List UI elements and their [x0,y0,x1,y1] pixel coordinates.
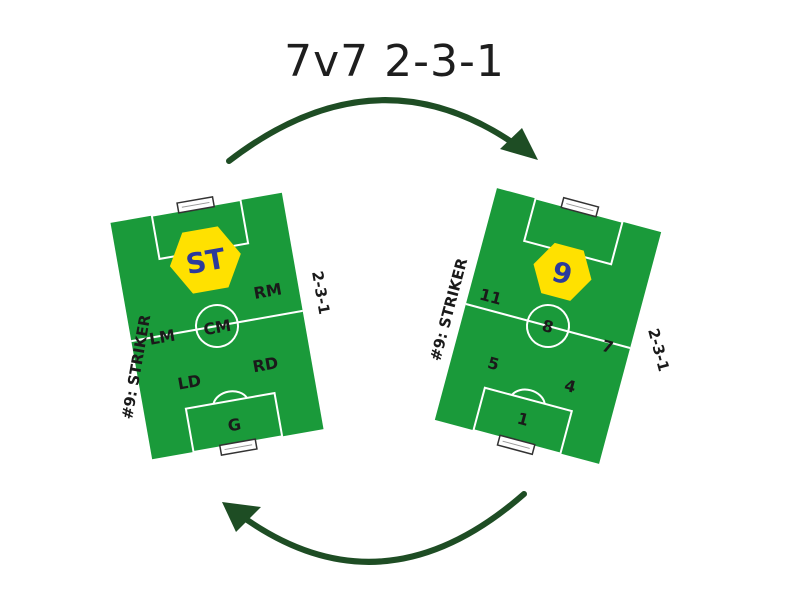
position-cm: CM [202,316,233,340]
top-arrowhead-icon [500,128,538,160]
top-arrow [226,97,538,164]
bottom-arrow [222,491,527,565]
position-ld: LD [176,371,202,394]
right-field: 9 11 8 7 5 4 1 [434,188,662,464]
bottom-arrowhead-icon [222,502,261,532]
position-1: 1 [515,409,531,430]
left-st-badge [169,226,241,294]
position-rm: RM [252,279,283,303]
position-lm: LM [148,326,177,349]
left-badge-text: ST [183,242,227,281]
left-formation-label: 2-3-1 [308,270,333,316]
left-center-circle [195,304,239,348]
page-title: 7v7 2-3-1 [284,36,505,87]
right-formation-label: 2-3-1 [644,326,673,373]
position-g: G [226,414,242,435]
position-8: 8 [540,316,556,337]
position-rd: RD [251,353,280,376]
left-field: ST LM CM RM LD RD G [110,192,324,460]
right-9-badge [533,242,592,301]
position-4: 4 [562,376,578,397]
right-center-circle [526,304,570,348]
position-7: 7 [600,336,616,357]
position-5: 5 [486,353,502,374]
